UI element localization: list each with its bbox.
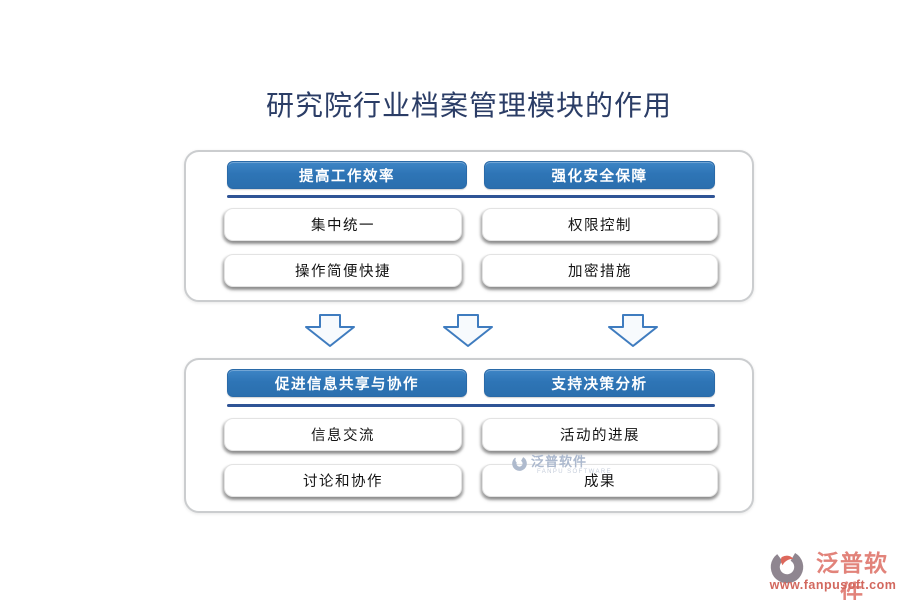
footer-brand: 泛普软件 www.fanpusoft.com	[769, 548, 897, 600]
item-info-exchange: 信息交流	[224, 418, 462, 451]
header-info-sharing: 促进信息共享与协作	[227, 369, 467, 397]
item-activity-progress: 活动的进展	[482, 418, 718, 451]
header-divider	[227, 404, 715, 407]
header-decision-analysis: 支持决策分析	[484, 369, 715, 397]
footer-brand-name: 泛普软件	[816, 550, 888, 600]
down-arrow-icon	[443, 314, 493, 347]
item-results: 成果	[482, 464, 718, 497]
item-encryption: 加密措施	[482, 254, 718, 287]
header-divider	[227, 195, 715, 198]
header-strengthen-security: 强化安全保障	[484, 161, 715, 189]
item-easy-operation: 操作简便快捷	[224, 254, 462, 287]
item-permission-control: 权限控制	[482, 208, 718, 241]
header-improve-efficiency: 提高工作效率	[227, 161, 467, 189]
item-centralized: 集中统一	[224, 208, 462, 241]
panel-bottom: 促进信息共享与协作 支持决策分析 信息交流 活动的进展 讨论和协作 成果	[184, 358, 754, 513]
page-title: 研究院行业档案管理模块的作用	[265, 91, 672, 122]
item-discussion-collaboration: 讨论和协作	[224, 464, 462, 497]
footer-brand-url: www.fanpusoft.com	[769, 578, 897, 592]
down-arrow-icon	[305, 314, 355, 347]
panel-top: 提高工作效率 强化安全保障 集中统一 权限控制 操作简便快捷 加密措施	[184, 150, 754, 302]
down-arrow-icon	[608, 314, 658, 347]
fanpu-logo-icon	[770, 550, 804, 584]
